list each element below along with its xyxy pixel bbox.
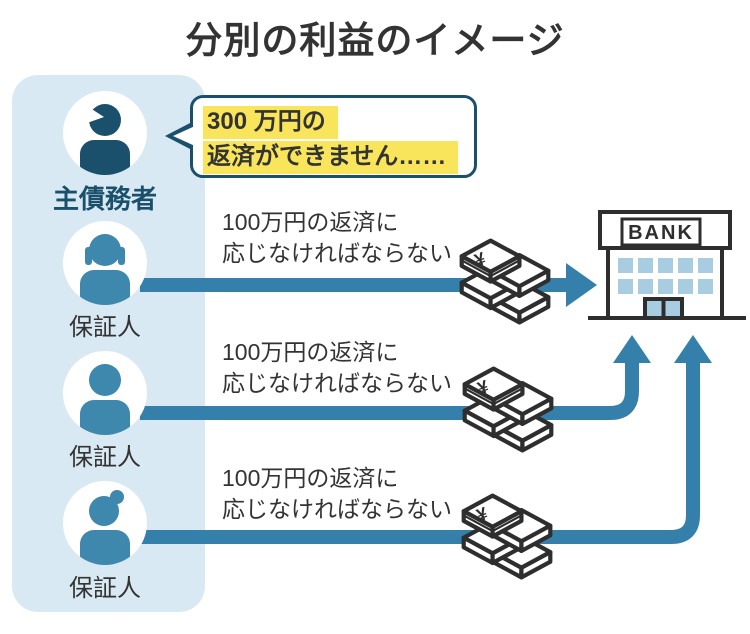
guarantor3-person-icon: [80, 490, 130, 565]
money-stack-icon-1: ¥: [459, 238, 551, 325]
guarantor3-claim-line1: 100万円の返済に: [222, 465, 399, 491]
money-stack-icon-2: ¥: [462, 366, 554, 453]
guarantor1-hair-right: [118, 247, 125, 265]
guarantor2-avatar: [63, 351, 147, 435]
guarantor1-person-icon: [80, 234, 130, 305]
guarantor1-avatar: [63, 221, 147, 305]
debtor-person-icon: [80, 104, 130, 175]
guarantor2-claim-line2: 応じなければならない: [222, 369, 452, 396]
debtor-label: 主債務者: [52, 184, 157, 214]
bank-sign: [620, 217, 702, 247]
debtor-avatar: [63, 91, 147, 175]
guarantor1-label: 保証人: [69, 314, 141, 341]
arrow-guarantor2-shaft: [140, 362, 639, 420]
guarantor3-hair-bun: [110, 490, 124, 504]
guarantor3-avatar: [63, 481, 147, 565]
guarantor2-claim-text: 100万円の返済に 応じなければならない: [222, 337, 452, 399]
bank-windows: [618, 258, 713, 294]
guarantor3-claim-text: 100万円の返済に 応じなければならない: [222, 463, 452, 525]
bank-label: BANK: [628, 222, 694, 244]
arrow-guarantor3-shaft: [140, 362, 700, 544]
guarantor1-hair-left: [85, 247, 92, 265]
speech-line-1: 300 万円の: [203, 106, 338, 139]
arrow-guarantor1-head: [566, 263, 597, 307]
speech-bubble: 300 万円の 返済ができません……: [190, 95, 477, 178]
guarantor1-claim-line1: 100万円の返済に: [222, 209, 399, 235]
arrow-guarantor3-head: [674, 335, 712, 363]
debtor-hair-notch: [87, 106, 104, 123]
bank-icon: BANK: [588, 210, 746, 320]
guarantor2-person-icon: [80, 364, 130, 435]
arrow-guarantor2-head: [613, 335, 651, 363]
guarantor3-label: 保証人: [69, 575, 141, 602]
diagram-title: 分別の利益のイメージ: [185, 20, 565, 61]
guarantor1-claim-text: 100万円の返済に 応じなければならない: [222, 207, 452, 269]
guarantor1-claim-line2: 応じなければならない: [222, 239, 452, 266]
guarantor2-label: 保証人: [69, 444, 141, 471]
money-stack-icon-3: ¥: [461, 493, 553, 580]
speech-line-2: 返済ができません……: [203, 141, 459, 174]
guarantor2-claim-line1: 100万円の返済に: [222, 339, 399, 365]
guarantor3-claim-line2: 応じなければならない: [222, 495, 452, 522]
